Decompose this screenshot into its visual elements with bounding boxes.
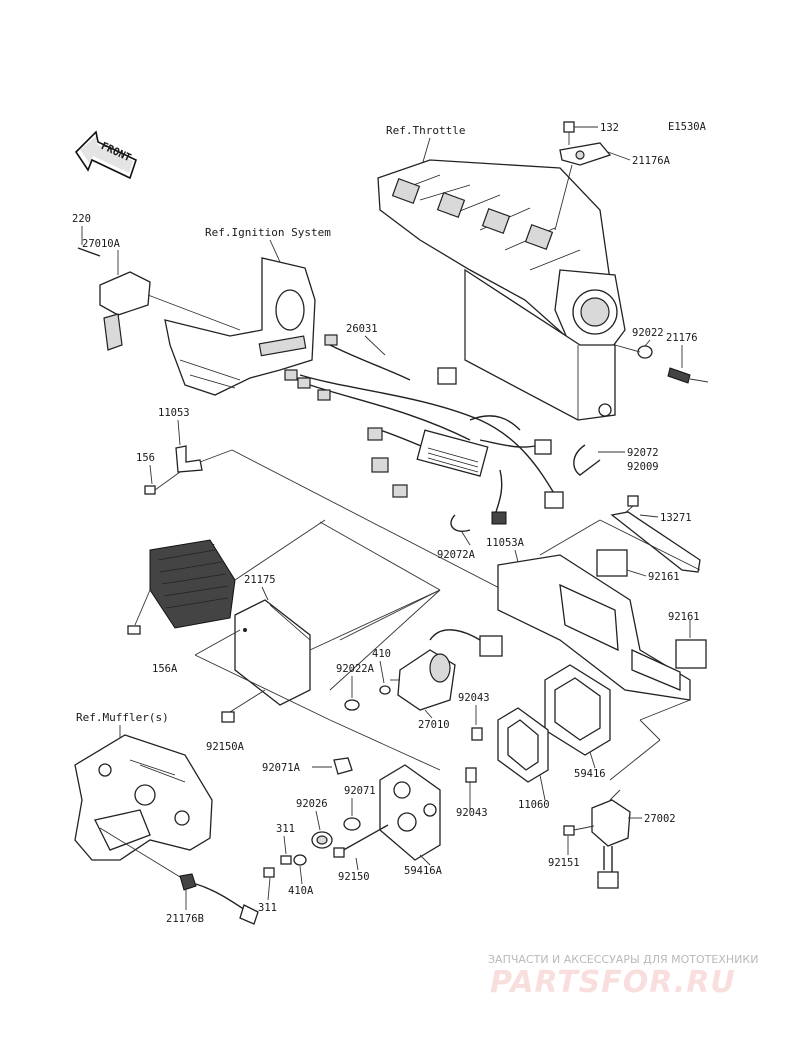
regulator-21066: 21066 xyxy=(127,519,326,635)
washer-92022: 92022 xyxy=(614,327,664,359)
label-11053A: 11053A xyxy=(486,537,525,549)
band-92072: 92072 92009 xyxy=(573,444,659,476)
label-156A: 156A xyxy=(152,663,178,675)
sensor-21176A: 21176A xyxy=(554,142,671,231)
label-92151: 92151 xyxy=(548,857,580,869)
grommet-92071: 92071 xyxy=(343,785,376,831)
grommet-92071A: 92071A xyxy=(262,757,353,775)
label-92043-lower: 92043 xyxy=(456,807,488,819)
ref-ignition: Ref.Ignition System xyxy=(205,226,331,239)
label-311-lower: 311 xyxy=(258,902,277,914)
label-21176B: 21176B xyxy=(166,913,204,925)
wiring-harness-26031: 26031 xyxy=(284,323,564,525)
label-92043-upper: 92043 xyxy=(458,692,490,704)
bolt-92151: 92151 xyxy=(548,825,595,869)
leader-lines xyxy=(194,519,701,781)
label-92150A: 92150A xyxy=(206,741,245,753)
collar-92043-upper: 92043 xyxy=(458,692,490,741)
relay-27010: 27010 xyxy=(329,589,503,731)
label-92072A: 92072A xyxy=(437,549,476,561)
label-156: 156 xyxy=(136,452,155,464)
washer-410: 410 xyxy=(372,648,391,695)
label-27010A: 27010A xyxy=(82,238,121,250)
front-arrow-icon: FRONT xyxy=(74,130,137,180)
label-92161-upper: 92161 xyxy=(648,571,680,583)
label-26031: 26031 xyxy=(346,323,378,335)
label-13271: 13271 xyxy=(660,512,692,524)
label-92009: 92009 xyxy=(627,461,659,473)
diagram-code: E1530A xyxy=(668,121,707,133)
bolt-132: 132 xyxy=(563,121,619,145)
label-21176: 21176 xyxy=(666,332,698,344)
throttle-body: Ref.Throttle xyxy=(377,124,626,421)
label-92022A: 92022A xyxy=(336,663,375,675)
label-92026: 92026 xyxy=(296,798,328,810)
pad-92161-upper: 92161 xyxy=(596,549,680,583)
label-27002: 27002 xyxy=(644,813,676,825)
label-410A: 410A xyxy=(288,885,314,897)
label-59416A: 59416A xyxy=(404,865,443,877)
ref-throttle: Ref.Throttle xyxy=(386,124,465,137)
damper-59416: 59416 xyxy=(544,664,611,780)
collar-92026: 92026 xyxy=(296,798,333,849)
ref-muffler: Ref.Muffler(s) xyxy=(76,711,169,724)
watermark-tagline: ЗАПЧАСТИ И АКСЕССУАРЫ ДЛЯ МОТОТЕХНИКИ xyxy=(488,953,758,966)
label-92072: 92072 xyxy=(627,447,659,459)
plate-13271: 13271 xyxy=(610,495,701,573)
label-92161-lower: 92161 xyxy=(668,611,700,623)
label-410: 410 xyxy=(372,648,391,660)
switch-27010A xyxy=(99,250,241,351)
label-92022: 92022 xyxy=(632,327,664,339)
muffler-ref: Ref.Muffler(s) xyxy=(74,711,213,861)
gasket-11060: 11060 xyxy=(497,707,550,811)
label-92071: 92071 xyxy=(344,785,376,797)
bolt-92150: 92150 xyxy=(333,824,389,883)
bolt-156: 156 xyxy=(136,452,181,495)
label-220: 220 xyxy=(72,213,91,225)
nut-311-lower: 311 xyxy=(258,867,277,914)
washer-92022A: 92022A xyxy=(336,663,375,711)
sensor-21176B: 21176B xyxy=(99,827,259,925)
label-92150: 92150 xyxy=(338,871,370,883)
band-92072A: 92072A xyxy=(437,514,476,561)
bolt-220: 220 xyxy=(72,213,101,257)
label-27010: 27010 xyxy=(418,719,450,731)
label-311-upper: 311 xyxy=(276,823,295,835)
sensor-27002: 27002 xyxy=(591,789,676,889)
pad-92161-lower: 92161 xyxy=(668,611,707,669)
label-11060: 11060 xyxy=(518,799,550,811)
sensor-21176: 21176 xyxy=(666,332,709,384)
label-21175: 21175 xyxy=(244,574,276,586)
watermark: ЗАПЧАСТИ И АКСЕССУАРЫ ДЛЯ МОТОТЕХНИКИ PA… xyxy=(488,953,758,1000)
label-59416: 59416 xyxy=(574,768,606,780)
label-11053: 11053 xyxy=(158,407,190,419)
label-92071A: 92071A xyxy=(262,762,301,774)
bracket-11053A: 11053A xyxy=(486,519,691,701)
label-132: 132 xyxy=(600,122,619,134)
nut-311-upper: 311 xyxy=(276,823,295,865)
collar-92043-lower: 92043 xyxy=(456,767,488,819)
ignition-bracket: Ref.Ignition System xyxy=(164,226,331,396)
watermark-brand: PARTSFOR.RU xyxy=(490,965,736,1000)
label-21176A: 21176A xyxy=(632,155,671,167)
damper-59416A: 59416A xyxy=(329,719,443,877)
washer-410A: 410A xyxy=(288,854,314,897)
ecu-21175: 21175 xyxy=(194,574,441,723)
